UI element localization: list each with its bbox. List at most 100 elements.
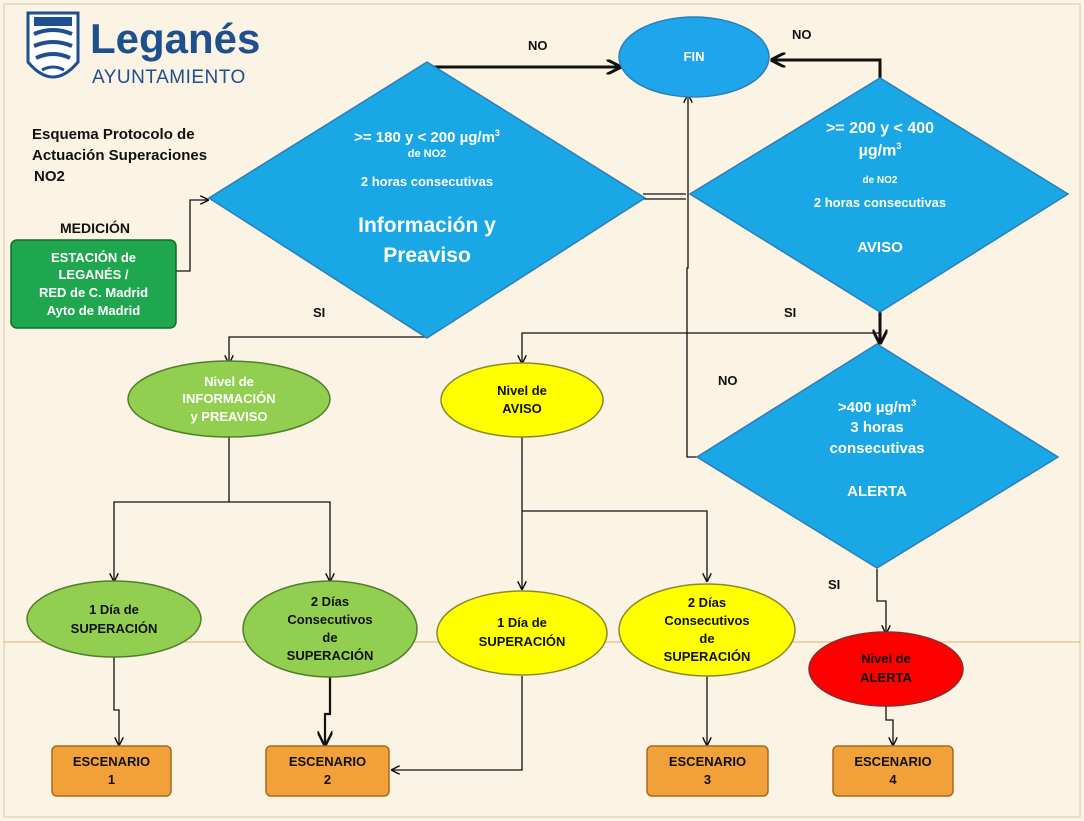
fin-node [618,16,770,98]
day1-aviso-label: 1 Día de SUPERACIÓN [437,591,607,675]
escenario-2-label: ESCENARIO 2 [266,746,389,796]
arrow-alerta-to-esc4 [885,706,893,745]
arrow-aviso-to-day2 [522,510,707,581]
escenario-1-box [51,745,172,797]
nivel-info-line-1: Nivel de [204,373,254,389]
diamond-alerta-label: >400 µg/m3 3 horas consecutivas ALERTA [780,398,974,528]
escenario-4-text: ESCENARIO [854,754,932,770]
leganes-shield-icon [26,11,80,79]
escenario-1-text: ESCENARIO [72,754,151,770]
nivel-informacion-node [127,360,331,438]
diamond-informacion-label: >= 180 y < 200 µg/m3 de NO2 2 horas cons… [290,128,564,303]
day1-info-line-1: 1 Día de [89,601,139,617]
arrow-alerta-no-to-fin [687,95,697,458]
day2-info-line-2: Consecutivos [287,611,373,627]
alerta-threshold-text: >400 µg/m [837,399,912,416]
logo-wordmark: Leganés [90,15,261,62]
escenario-2-number: 2 [323,772,332,787]
day1-informacion-node [26,580,202,658]
label-si-alerta: SI [828,577,841,592]
medicion-line-4: Ayto de Madrid [46,302,141,318]
nivel-aviso-line-2: AVISO [502,401,542,416]
escenario-3-box [646,745,769,797]
nivel-alerta-label: Nivel de ALERTA [809,632,963,706]
arrow-day1-to-esc1 [113,657,119,745]
nivel-aviso-line-1: Nivel de [497,383,547,399]
diagram-title: Esquema Protocolo de Actuación Superacio… [32,124,207,187]
medicion-heading: MEDICIÓN [60,220,130,236]
day2-aviso-line-1: 2 Días [687,594,727,610]
nivel-aviso-label: Nivel de AVISO [441,363,603,437]
day1-aviso-line-1: 1 Día de [497,615,547,631]
diamond-aviso-label: >= 200 y < 400 µg/m3 de NO2 2 horas cons… [770,120,990,290]
diamond-alerta [695,343,1060,569]
arrow-info-si [229,336,427,363]
diamond-aviso [688,77,1070,313]
arrow-aviso-day1-to-esc2 [392,676,523,770]
escenario-3-label: ESCENARIO 3 [647,746,768,796]
info-pollutant: de NO2 [407,148,447,161]
day2-aviso-label: 2 Días Consecutivos de SUPERACIÓN [619,584,795,676]
escenario-2-text: ESCENARIO [288,754,367,770]
info-threshold-sup: 3 [494,128,500,138]
alerta-threshold-sup: 3 [911,398,917,408]
day2-aviso-line-4: SUPERACIÓN [663,649,751,665]
arrow-info-to-day2 [229,501,330,581]
label-no-top: NO [528,38,548,53]
label-si-right: SI [784,305,797,320]
alerta-duration-1: 3 horas [850,419,904,437]
day2-informacion-node [242,580,418,678]
aviso-threshold-1: >= 200 y < 400 [825,120,935,137]
escenario-4-label: ESCENARIO 4 [833,746,953,796]
nivel-info-line-2: INFORMACIÓN [182,391,276,407]
escenario-4-number: 4 [889,772,897,787]
day1-info-line-2: SUPERACIÓN [70,621,158,636]
info-duration: 2 horas consecutivas [360,173,494,189]
alerta-threshold: >400 µg/m3 [838,398,916,416]
arrow-medicion-to-info [176,200,208,272]
aviso-threshold-sup: 3 [896,141,902,152]
day2-info-line-4: SUPERACIÓN [286,648,374,664]
aviso-duration: 2 horas consecutivas [813,194,947,210]
day2-info-line-3: de [322,630,338,645]
fin-label: FIN [683,48,705,64]
medicion-line-3: RED de C. Madrid [38,285,149,300]
escenario-4-box [832,745,954,797]
info-level-2: Preaviso [383,243,471,267]
title-line-2: Actuación Superaciones [32,147,208,164]
escenario-1-label: ESCENARIO 1 [52,746,171,796]
day1-aviso-node [436,590,608,676]
day2-aviso-node [618,583,796,677]
label-si-left: SI [313,305,326,320]
escenario-1-number: 1 [107,772,116,787]
nivel-info-line-3: y PREAVISO [190,408,268,424]
label-no-mid: NO [718,373,738,388]
nivel-alerta-line-1: Nivel de [861,651,911,667]
diamond-informacion [207,61,647,339]
title-line-1: Esquema Protocolo de [32,126,195,143]
page-frame [3,3,1081,818]
medicion-line-2: LEGANÉS / [58,267,129,283]
nivel-alerta-line-2: ALERTA [860,670,912,685]
nivel-alerta-node [808,631,964,707]
alerta-level: ALERTA [847,482,907,500]
escenario-3-text: ESCENARIO [668,754,747,770]
escenario-2-box [265,745,390,797]
info-threshold: >= 180 y < 200 µg/m3 [354,128,500,146]
medicion-line-1: ESTACIÓN de [51,249,136,265]
nivel-informacion-label: Nivel de INFORMACIÓN y PREAVISO [128,361,330,437]
arrow-aviso-to-fin [772,60,882,80]
day1-info-label: 1 Día de SUPERACIÓN [27,581,201,657]
title-line-3: NO2 [34,168,65,185]
medicion-box [10,239,177,329]
alerta-duration-2: consecutivas [829,439,925,457]
escenario-3-number: 3 [703,772,712,787]
arrow-day2-to-esc2 [325,677,330,745]
aviso-threshold-2-text: µg/m [858,142,897,160]
aviso-threshold-2: µg/m3 [859,141,902,161]
aviso-pollutant: de NO2 [862,175,898,187]
arrow-aviso-si-to-aviso [522,332,880,363]
logo-subtitle: AYUNTAMIENTO [92,67,246,88]
info-level-1: Información y [358,213,496,237]
